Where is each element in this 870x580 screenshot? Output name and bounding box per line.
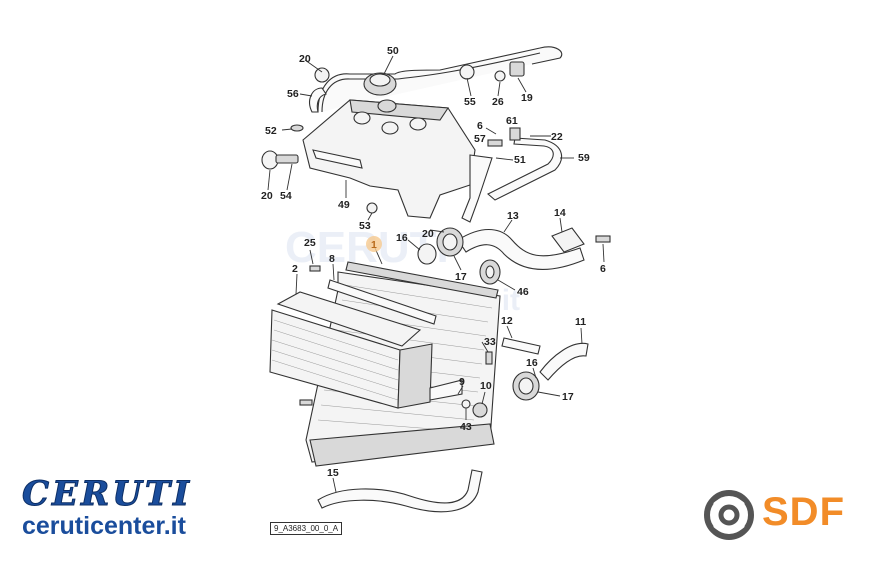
callout: 11	[575, 316, 586, 328]
callout: 14	[554, 207, 566, 219]
callout: 59	[578, 152, 590, 164]
callout: 56	[287, 88, 299, 100]
callout: 19	[521, 92, 533, 104]
callout: 9	[459, 376, 465, 388]
callout: 13	[507, 210, 519, 222]
bolt-25	[309, 265, 321, 272]
callout: 43	[460, 421, 472, 433]
callout: 51	[514, 154, 526, 166]
callout: 53	[359, 220, 371, 232]
callout: 25	[304, 237, 316, 249]
callout: 55	[464, 96, 476, 108]
callout: 26	[492, 96, 504, 108]
callout: 49	[338, 199, 350, 211]
callout: 8	[329, 253, 335, 265]
callout: 22	[551, 131, 563, 143]
lower-hose	[317, 469, 483, 513]
bolt-6b	[595, 235, 611, 243]
tank-cap	[363, 72, 397, 96]
breather-pipe	[314, 46, 563, 113]
callout-labels: 20 50 56 55 26 19 6 61 52 57 22 51 59 20…	[261, 45, 606, 479]
callout-highlighted: 1	[371, 239, 377, 251]
bracket-51	[461, 154, 493, 223]
hose-clamp-left	[261, 150, 299, 170]
callout: 6	[477, 120, 483, 132]
callout: 20	[299, 53, 311, 65]
callout: 52	[265, 125, 277, 137]
sdf-logo-text: SDF	[762, 490, 845, 534]
hose-clamp-16	[417, 243, 437, 265]
washer-43	[461, 399, 471, 409]
fitting-10	[472, 402, 488, 418]
callout: 46	[517, 286, 529, 298]
callout: 12	[501, 315, 513, 327]
callout: 54	[280, 190, 292, 202]
hose-11	[539, 342, 589, 381]
ceruti-logo-title: CERUTI	[21, 474, 193, 515]
radiator-hose	[457, 229, 585, 270]
highlight-marker	[366, 236, 382, 252]
ceruti-logo-url[interactable]: ceruticenter.it	[22, 512, 186, 540]
callout: 20	[261, 190, 273, 202]
hose-flange	[551, 227, 585, 253]
sdf-logo: SDF	[756, 490, 845, 535]
callout: 15	[327, 467, 339, 479]
callout: 57	[474, 133, 486, 145]
sdf-logo-icon	[704, 490, 754, 540]
callout: 16	[396, 232, 408, 244]
callout: 33	[484, 336, 496, 348]
bolt-57	[487, 139, 503, 147]
hose-12	[501, 337, 541, 355]
oil-cooler	[269, 291, 433, 409]
return-pipe	[487, 137, 563, 201]
callout: 6	[600, 263, 606, 275]
callout: 2	[292, 263, 298, 275]
leader-lines	[267, 55, 605, 493]
callout: 16	[526, 357, 538, 369]
pipe-connector	[494, 61, 525, 82]
washer	[290, 124, 304, 132]
callout: 61	[506, 115, 518, 127]
support-bar	[327, 279, 437, 325]
callout: 17	[562, 391, 574, 403]
clip-53	[366, 202, 378, 214]
callout: 50	[387, 45, 399, 57]
diagram-reference-code: 9_A3683_00_0_A	[270, 522, 343, 535]
bolt-6	[509, 127, 521, 141]
callout: 20	[422, 228, 434, 240]
tank-hose	[309, 87, 327, 113]
expansion-tank	[302, 99, 476, 219]
bracket-9	[429, 379, 463, 401]
stud-left	[299, 399, 313, 406]
callout: 10	[480, 380, 492, 392]
callout: 17	[455, 271, 467, 283]
bolt-33	[485, 351, 493, 365]
